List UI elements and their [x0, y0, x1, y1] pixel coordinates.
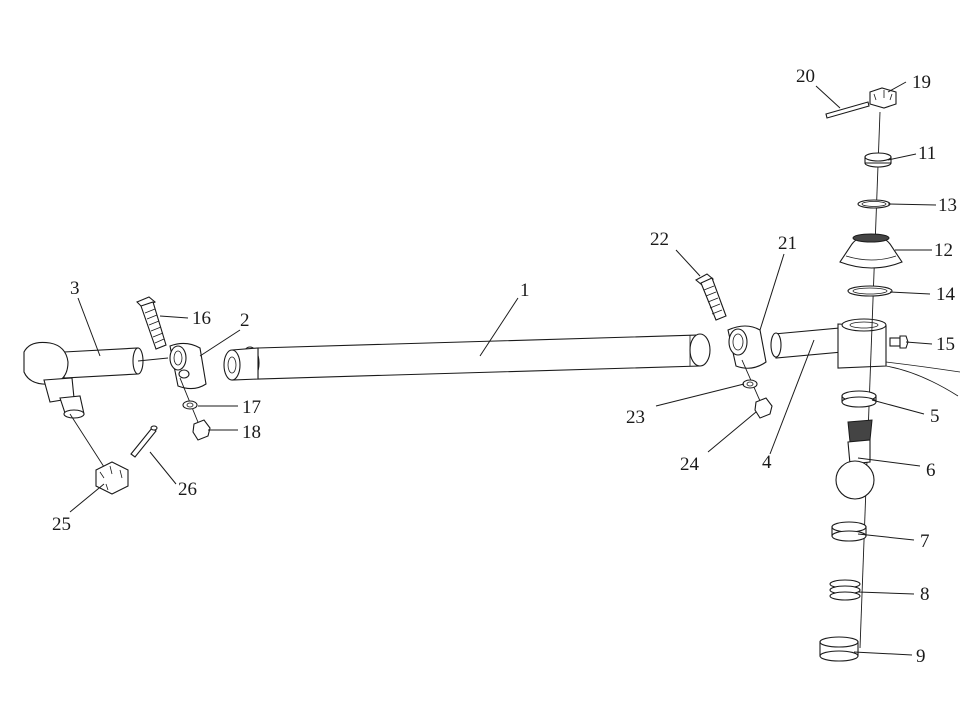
- callout-18: 18: [242, 422, 261, 443]
- left-tie-rod-end: [23, 341, 169, 471]
- callout-20: 20: [796, 66, 815, 87]
- bolt-16: [136, 296, 167, 350]
- ring-14: [847, 285, 893, 297]
- callout-16: 16: [192, 308, 211, 329]
- callout-9: 9: [916, 646, 926, 667]
- callout-labels: 1 2 3 4 5 6 7 8 9 11 12 13 14 15 16 17 1…: [52, 66, 957, 667]
- bolt-22: [695, 273, 727, 321]
- callout-7: 7: [920, 531, 930, 552]
- callout-17: 17: [242, 397, 261, 418]
- callout-5: 5: [930, 406, 940, 427]
- callout-6: 6: [926, 460, 936, 481]
- seat-7: [831, 521, 867, 542]
- callout-22: 22: [650, 229, 669, 250]
- left-clamp: [169, 342, 207, 390]
- plug-9: [819, 636, 859, 662]
- right-clamp: [727, 325, 767, 369]
- ring-13: [857, 199, 891, 209]
- callout-11: 11: [918, 143, 936, 164]
- callout-15: 15: [936, 334, 955, 355]
- leader-lines: [69, 81, 937, 656]
- callout-26: 26: [178, 479, 197, 500]
- callout-25: 25: [52, 514, 71, 535]
- callout-8: 8: [920, 584, 930, 605]
- castle-nut-25: [95, 461, 129, 495]
- ring-11: [864, 152, 892, 168]
- tie-rod-tube: [223, 333, 711, 381]
- callout-3: 3: [70, 278, 80, 299]
- callout-12: 12: [934, 240, 953, 261]
- callout-4: 4: [762, 452, 772, 473]
- callout-2: 2: [240, 310, 250, 331]
- callout-13: 13: [938, 195, 957, 216]
- dust-boot-12: [839, 233, 903, 269]
- grease-fitting: [889, 335, 909, 349]
- callout-14: 14: [936, 284, 956, 305]
- callout-24: 24: [680, 454, 700, 475]
- callout-19: 19: [912, 72, 931, 93]
- cotter-pin-26: [130, 425, 158, 458]
- stack-axis: [859, 111, 881, 649]
- cotter-pin-20: [825, 101, 870, 119]
- left-washer-nut: [179, 377, 211, 441]
- seat-5: [841, 390, 877, 408]
- ball-stud-6: [835, 419, 875, 500]
- callout-21: 21: [778, 233, 797, 254]
- callout-23: 23: [626, 407, 645, 428]
- socket-housing: [770, 318, 960, 397]
- castle-nut-19: [869, 87, 897, 109]
- spring-8: [829, 579, 861, 601]
- callout-1: 1: [520, 280, 530, 301]
